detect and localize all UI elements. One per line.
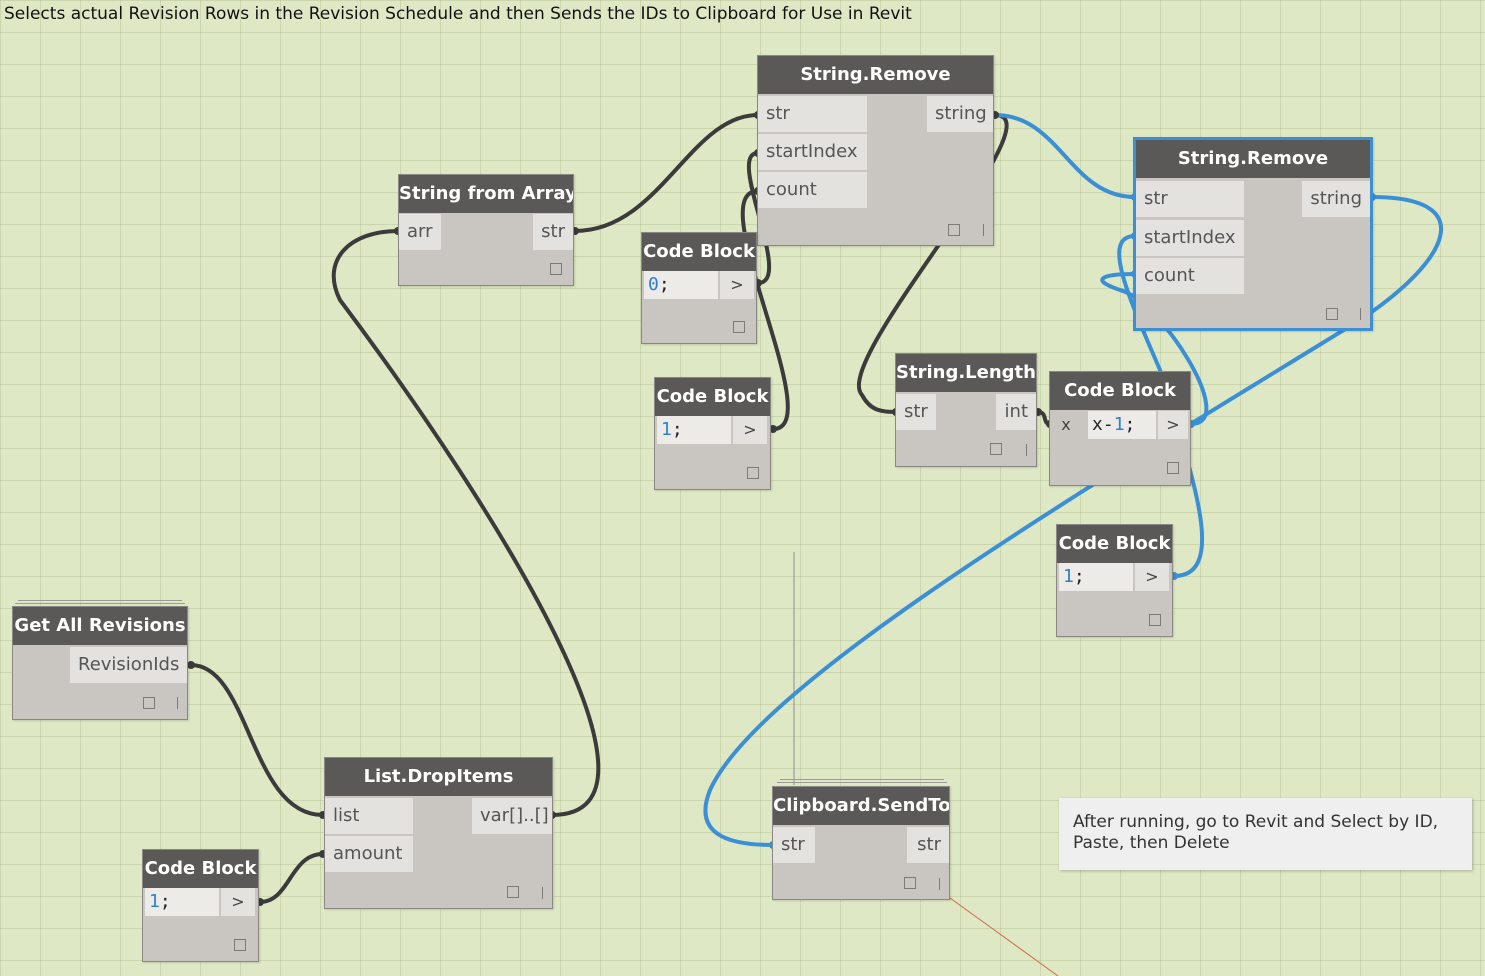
input-port-amount[interactable]: amount — [325, 836, 413, 872]
lacing-icon — [1026, 444, 1027, 456]
node-code-block-x[interactable]: Code Block x x-1; > — [1049, 371, 1191, 486]
input-port-str[interactable]: str — [758, 96, 867, 132]
input-port-str[interactable]: str — [896, 394, 936, 430]
code-number: 0 — [648, 274, 659, 295]
preview-toggle-icon[interactable] — [1167, 462, 1179, 474]
wire-blue-remove1-to-remove2 — [994, 113, 1136, 199]
preview-toggle-icon[interactable] — [990, 443, 1002, 455]
wire-get-all-revisions-to-list — [190, 663, 324, 817]
output-port[interactable]: > — [1135, 563, 1169, 591]
node-clipboard-sendto[interactable]: Clipboard.SendTo str str — [772, 786, 950, 900]
node-code-block-0[interactable]: Code Block 0; > — [641, 232, 757, 344]
output-port-int[interactable]: int — [996, 394, 1036, 430]
preview-toggle-icon[interactable] — [733, 321, 745, 333]
lacing-icon — [939, 878, 940, 890]
node-title: Code Block — [642, 233, 756, 271]
output-port-revisionids[interactable]: RevisionIds — [70, 647, 187, 683]
input-port-list[interactable]: list — [325, 798, 413, 834]
code-semicolon: ; — [658, 274, 670, 295]
code-semicolon: ; — [1073, 566, 1085, 587]
output-port-str[interactable]: str — [907, 827, 949, 863]
output-port-var[interactable]: var[]..[] — [472, 798, 552, 834]
code-editor[interactable]: 1; — [1059, 563, 1133, 591]
input-port-count[interactable]: count — [1136, 258, 1244, 294]
preview-toggle-icon[interactable] — [948, 224, 960, 236]
code-semicolon: ; — [671, 419, 683, 440]
input-port-x[interactable]: x — [1061, 415, 1071, 434]
input-port-startindex[interactable]: startIndex — [1136, 220, 1244, 256]
stack-edge — [15, 603, 185, 604]
input-port-str[interactable]: str — [773, 827, 815, 863]
node-get-all-revisions[interactable]: Get All Revisions RevisionIds — [12, 606, 188, 720]
preview-toggle-icon[interactable] — [507, 886, 519, 898]
wire-array-str-to-remove-str — [574, 113, 759, 233]
node-string-from-array[interactable]: String from Array arr str — [398, 174, 574, 286]
preview-toggle-icon[interactable] — [1326, 308, 1338, 320]
node-code-block-1a[interactable]: Code Block 1; > — [654, 377, 771, 490]
code-number: 1 — [1063, 566, 1074, 587]
node-title: String.Remove — [758, 56, 993, 94]
node-code-block-1b[interactable]: Code Block 1; > — [1056, 524, 1173, 637]
preview-toggle-icon[interactable] — [747, 467, 759, 479]
node-title: Code Block — [1050, 372, 1190, 410]
node-title: String from Array — [399, 175, 573, 213]
axis-x-line — [949, 897, 1059, 976]
input-port-arr[interactable]: arr — [399, 214, 441, 250]
code-number: 1 — [661, 419, 672, 440]
wire-codeblock-to-amount — [259, 852, 324, 904]
output-port-string[interactable]: string — [927, 96, 993, 132]
input-port-count[interactable]: count — [758, 172, 867, 208]
node-code-block-1c[interactable]: Code Block 1; > — [142, 849, 259, 962]
node-title: Clipboard.SendTo — [773, 787, 949, 825]
node-title: Code Block — [143, 850, 258, 888]
preview-toggle-icon[interactable] — [143, 697, 155, 709]
node-string-length[interactable]: String.Length str int — [895, 353, 1037, 467]
output-port[interactable]: > — [733, 416, 767, 444]
node-title: String.Remove — [1136, 140, 1370, 178]
preview-toggle-icon[interactable] — [1149, 614, 1161, 626]
wire-dropitems-to-arr — [331, 229, 601, 817]
code-editor[interactable]: x-1; — [1088, 411, 1156, 439]
output-port[interactable]: > — [1158, 411, 1188, 439]
preview-toggle-icon[interactable] — [550, 263, 562, 275]
stack-edge — [777, 782, 947, 783]
lacing-icon — [983, 224, 984, 236]
node-title: List.DropItems — [325, 758, 552, 796]
input-port-str[interactable]: str — [1136, 181, 1244, 217]
lacing-icon — [542, 887, 543, 899]
output-port[interactable]: > — [221, 888, 255, 916]
code-editor[interactable]: 1; — [657, 416, 731, 444]
code-editor[interactable]: 1; — [145, 888, 219, 916]
lacing-icon — [1360, 308, 1361, 320]
stack-edge — [780, 779, 944, 780]
node-string-remove-2[interactable]: String.Remove str startIndex count strin… — [1133, 137, 1373, 331]
node-list-dropitems[interactable]: List.DropItems list amount var[]..[] — [324, 757, 553, 909]
stack-edge — [18, 600, 182, 601]
node-title: Code Block — [1057, 525, 1172, 563]
graph-title-note: Selects actual Revision Rows in the Revi… — [4, 4, 912, 24]
code-semicolon: ; — [159, 891, 171, 912]
output-port[interactable]: > — [720, 271, 754, 299]
node-title: String.Length — [896, 354, 1036, 392]
input-port-startindex[interactable]: startIndex — [758, 134, 867, 170]
graph-note[interactable]: After running, go to Revit and Select by… — [1059, 798, 1472, 870]
output-port-str[interactable]: str — [533, 214, 573, 250]
output-port-string[interactable]: string — [1302, 181, 1370, 217]
node-string-remove-1[interactable]: String.Remove str startIndex count strin… — [757, 55, 994, 246]
code-editor[interactable]: 0; — [644, 271, 718, 299]
lacing-icon — [177, 697, 178, 709]
node-title: Get All Revisions — [13, 607, 187, 645]
node-title: Code Block — [655, 378, 770, 416]
preview-toggle-icon[interactable] — [234, 939, 246, 951]
preview-toggle-icon[interactable] — [904, 877, 916, 889]
code-number: 1 — [149, 891, 160, 912]
